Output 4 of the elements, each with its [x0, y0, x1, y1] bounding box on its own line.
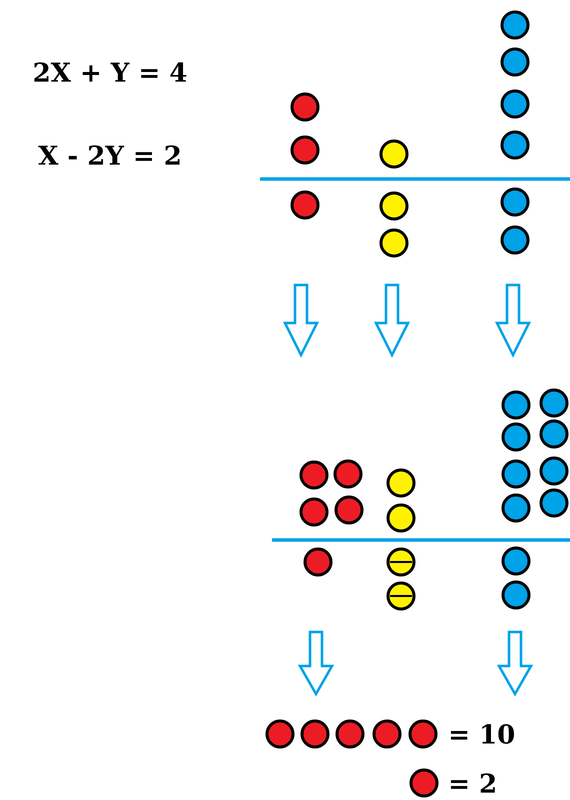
equation-text: = 2 — [450, 773, 495, 793]
equation-text: 2X + Y = 4 — [34, 62, 186, 82]
equation-text: X - 2Y = 2 — [38, 145, 180, 165]
equation-text: = 10 — [450, 724, 514, 744]
